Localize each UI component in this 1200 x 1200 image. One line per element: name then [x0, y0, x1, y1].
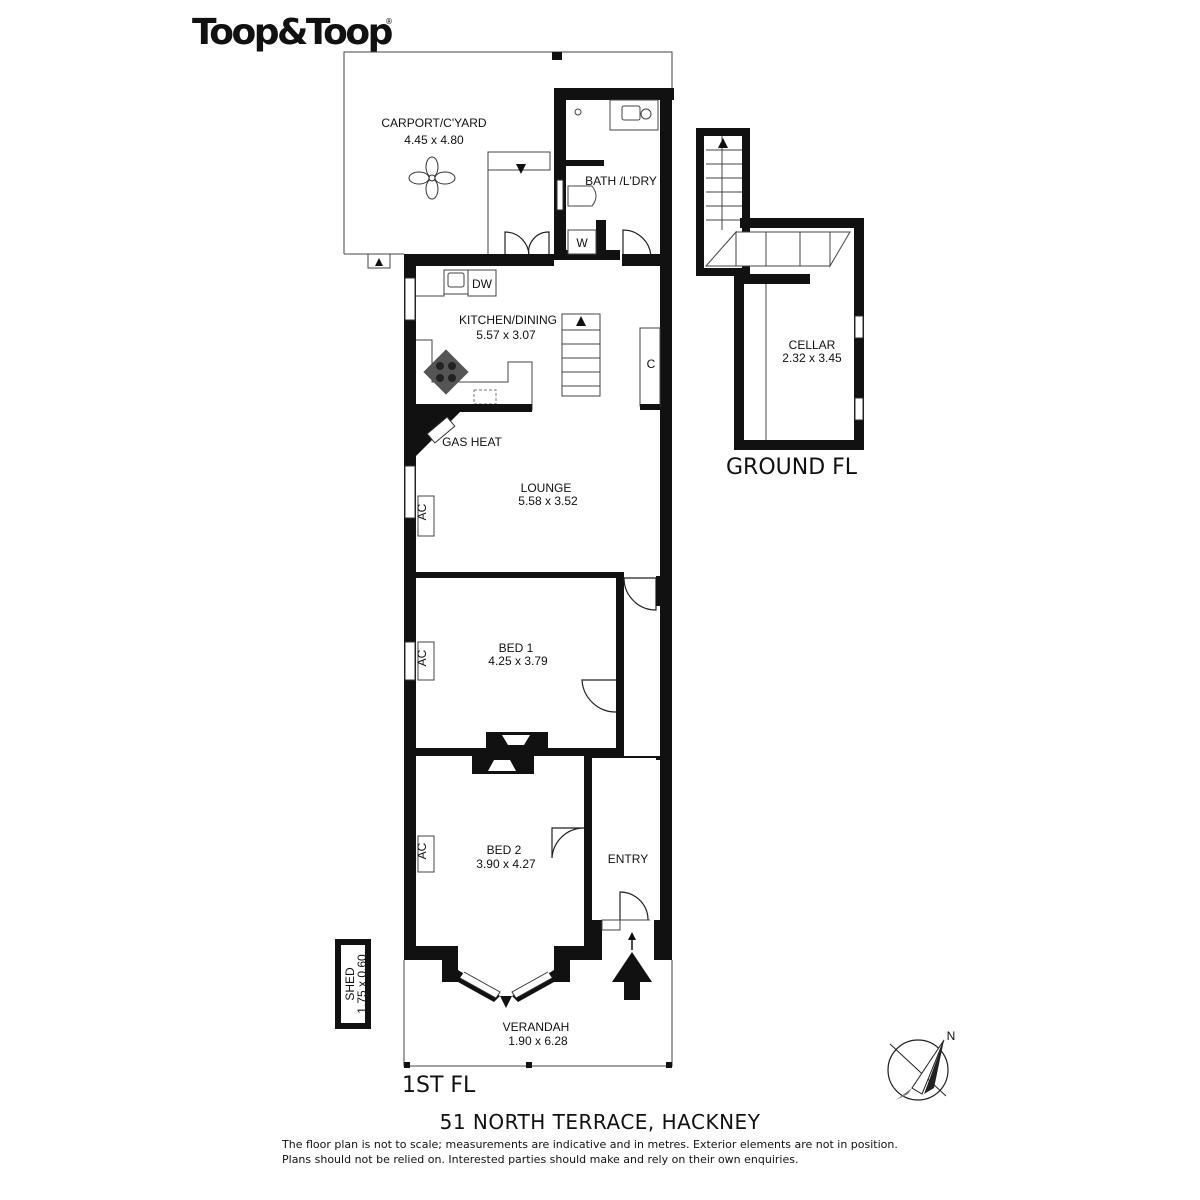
compass-icon: [887, 1039, 949, 1101]
carport-area: [343, 51, 673, 269]
bed1-walls: [416, 572, 624, 758]
main-entrance-arrow-icon: [612, 952, 652, 1000]
ceiling-fan-icon: [408, 156, 456, 200]
verandah-outline: [403, 960, 673, 1068]
cellar-name: CELLAR: [789, 338, 836, 352]
verandah-name: VERANDAH: [503, 1020, 570, 1034]
kitchen-fixtures: [416, 269, 661, 412]
washer-label: W: [576, 236, 588, 250]
brand-reg-mark: ®: [385, 17, 393, 26]
bath-window: [556, 179, 564, 211]
lounge-window: [404, 465, 416, 519]
basin-icon: [621, 105, 641, 121]
ac-unit-bed1: [417, 641, 435, 681]
cooktop-icon: [423, 349, 469, 395]
dishwasher-label: DW: [472, 277, 493, 291]
verandah-dims: 1.90 x 6.28: [508, 1034, 568, 1048]
bath-walls: [554, 88, 674, 260]
carport-entry-arrow-icon: [375, 258, 383, 266]
gas-heater-icon: [426, 416, 456, 444]
carport-name: CARPORT/C'YARD: [381, 116, 487, 130]
step-arrow-icon: [516, 164, 526, 174]
stairs-up-arrow-icon: [576, 316, 586, 326]
kitchen-dims: 5.57 x 3.07: [476, 328, 536, 342]
shed-box: [335, 939, 371, 1029]
double-door-right: [528, 231, 550, 257]
ac-label-bed2: AC: [415, 842, 429, 859]
cellar-window-2: [854, 397, 864, 421]
bed1-dims: 4.25 x 3.79: [488, 654, 548, 668]
cellar-stairs-arrow-icon: [718, 138, 728, 148]
lounge-door: [623, 577, 657, 611]
cellar-plan: [696, 128, 864, 450]
bath-door: [622, 229, 652, 259]
cellar-dims: 2.32 x 3.45: [782, 351, 842, 365]
fireplace-icon: [472, 732, 548, 774]
kitchen-name: KITCHEN/DINING: [459, 313, 557, 327]
cupboard-label: C: [647, 357, 656, 371]
bed1-name: BED 1: [499, 641, 534, 655]
kitchen-window: [404, 277, 416, 321]
ac-label-bed1: AC: [415, 649, 429, 666]
shed-label: SHED: [343, 967, 357, 1001]
disclaimer-line-2: Plans should not be relied on. Intereste…: [282, 1153, 798, 1166]
bath-name: BATH /L'DRY: [585, 174, 657, 188]
ac-unit-lounge: [417, 495, 435, 537]
bed2-dims: 3.90 x 4.27: [476, 857, 536, 871]
washer-box: [567, 229, 597, 255]
kitchen-stairs: [561, 313, 601, 397]
toilet-icon: [640, 108, 652, 120]
lounge-dims: 5.58 x 3.52: [518, 494, 578, 508]
ac-label-lounge: AC: [415, 503, 429, 520]
shower-icon: [574, 108, 582, 116]
lounge-name: LOUNGE: [521, 481, 572, 495]
house-outer-walls: [404, 160, 672, 960]
carport-dims: 4.45 x 4.80: [404, 133, 464, 147]
first-floor-title: 1ST FL: [402, 1073, 476, 1098]
bed1-window: [404, 641, 416, 681]
bay-window-right: [511, 971, 553, 999]
property-address: 51 NORTH TERRACE, HACKNEY: [440, 1110, 761, 1134]
brand-logo: Toop&Toop ®: [192, 12, 395, 53]
compass-north-label: N: [947, 1029, 956, 1043]
bed2-walls: [404, 756, 598, 1008]
gas-heat-label: GAS HEAT: [442, 435, 502, 449]
cellar-window-1: [854, 315, 864, 339]
brand-name: Toop&Toop: [192, 12, 393, 53]
entry-door-area: [592, 891, 660, 960]
front-door: [619, 891, 649, 921]
ground-floor-title: GROUND FL: [726, 455, 858, 480]
disclaimer-line-1: The floor plan is not to scale; measurem…: [281, 1138, 898, 1151]
bed2-door: [551, 827, 585, 859]
double-door-left: [504, 231, 530, 257]
bath-tub-icon: [567, 185, 597, 207]
bay-window-left: [459, 971, 501, 999]
ac-unit-bed2: [417, 835, 435, 873]
shed-dims: 1.75 x 0.60: [355, 954, 369, 1014]
bed2-name: BED 2: [487, 843, 522, 857]
dishwasher-box: [467, 269, 497, 297]
entry-name: ENTRY: [608, 852, 648, 866]
bed1-door: [581, 679, 617, 713]
